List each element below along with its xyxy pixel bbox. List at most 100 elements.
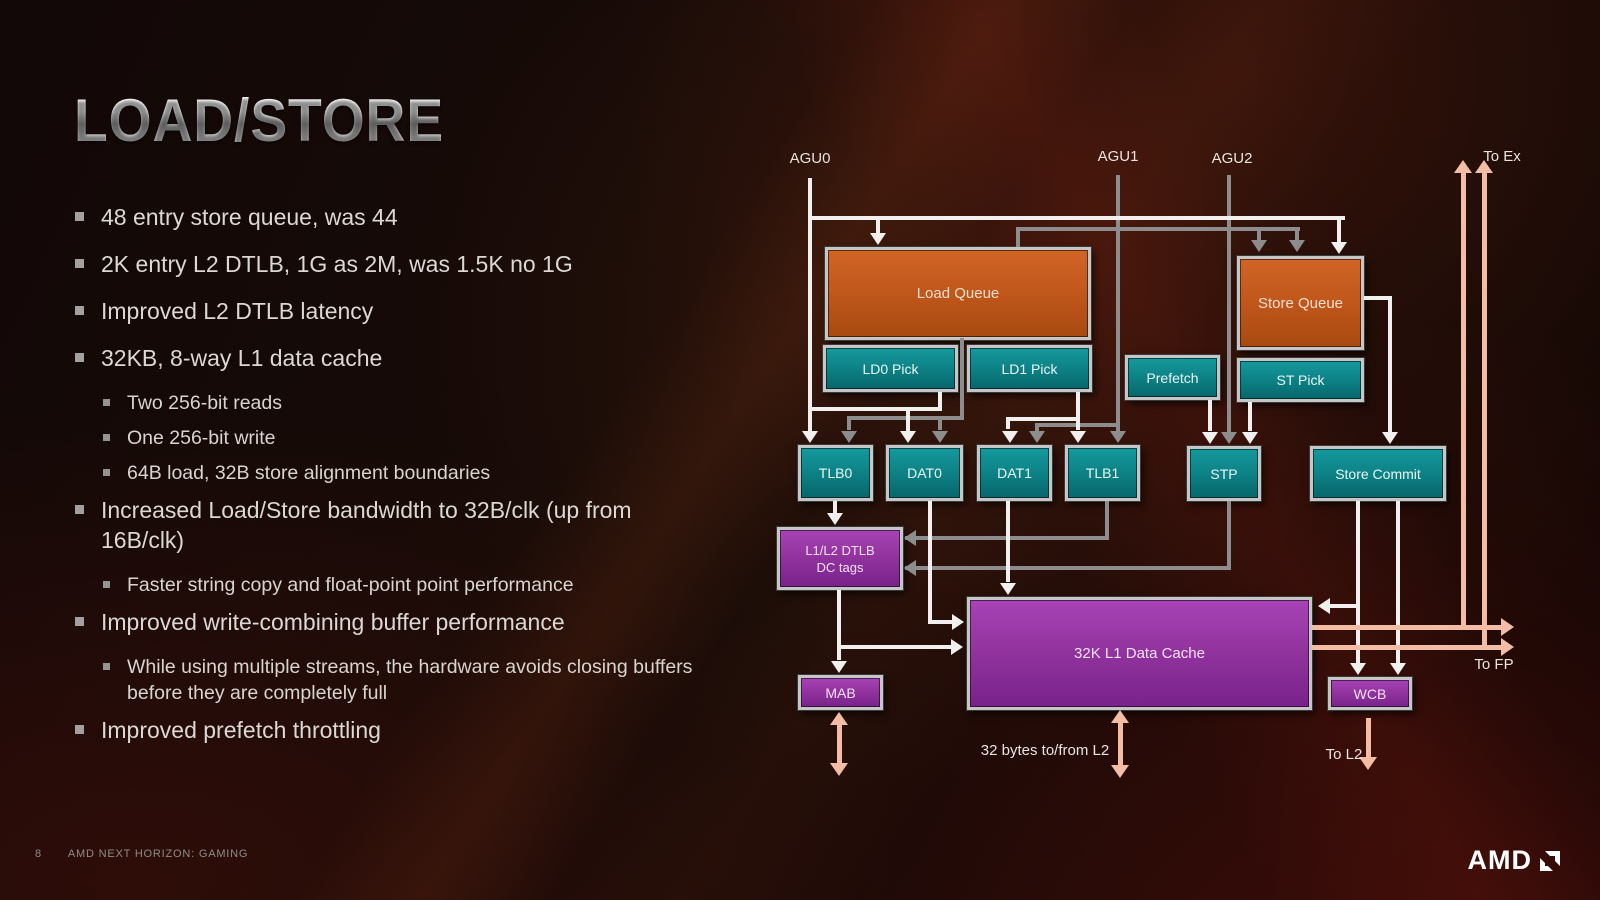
label-to_ex: To Ex	[1483, 148, 1521, 165]
amd-logo: AMD	[1468, 845, 1563, 876]
load-path-arrowhead	[1202, 432, 1218, 444]
page-number: 8	[35, 848, 42, 860]
external-path-line	[1312, 645, 1508, 650]
bullet-item: Improved L2 DTLB latency	[75, 296, 705, 326]
bullet-text: Improved write-combining buffer performa…	[101, 609, 565, 635]
box-st_pick: ST Pick	[1237, 358, 1364, 402]
bullet-marker	[75, 306, 84, 315]
label-to_fp: To FP	[1474, 656, 1514, 673]
bullet-marker	[103, 399, 110, 406]
bullet-item: Improved write-combining buffer performa…	[75, 607, 705, 637]
bullet-marker	[75, 212, 84, 221]
bullet-list: 48 entry store queue, was 44 2K entry L2 …	[75, 202, 705, 762]
box-ld1_pick-label: LD1 Pick	[1001, 360, 1058, 377]
load-path-arrowhead	[1000, 583, 1016, 595]
bullet-text: Increased Load/Store bandwidth to 32B/cl…	[101, 497, 632, 553]
box-l1_cache-label: 32K L1 Data Cache	[1074, 645, 1205, 662]
bullet-marker	[103, 434, 110, 441]
load-path-line	[938, 392, 942, 411]
label-agu1: AGU1	[1097, 148, 1139, 165]
box-prefetch-label: Prefetch	[1146, 369, 1199, 386]
load-path-arrowhead	[870, 233, 886, 245]
box-store_commit: Store Commit	[1310, 446, 1446, 501]
bullet-text: While using multiple streams, the hardwa…	[127, 656, 693, 704]
load-path-line	[1356, 501, 1360, 663]
external-path-arrowhead	[1111, 765, 1129, 778]
box-dat0-label: DAT0	[907, 465, 942, 481]
box-stp: STP	[1187, 446, 1261, 501]
external-path-line	[1118, 722, 1123, 766]
external-path-arrowhead	[1501, 618, 1514, 636]
load-path-line	[1396, 501, 1400, 663]
external-path-line	[837, 724, 842, 764]
load-path-arrowhead	[951, 639, 963, 655]
load-path-arrowhead	[1002, 431, 1018, 443]
load-path-line	[837, 590, 841, 660]
sub-bullet-item: Two 256-bit reads	[103, 390, 705, 416]
amd-arrow-icon	[1540, 850, 1560, 871]
bullet-marker	[103, 663, 110, 670]
box-mab-label: MAB	[825, 684, 856, 701]
box-ld0_pick-label: LD0 Pick	[862, 360, 919, 377]
external-path-line	[1312, 625, 1508, 630]
load-path-arrowhead	[1070, 431, 1086, 443]
load-path-line	[1076, 392, 1080, 430]
store-path-line	[847, 416, 964, 420]
label-l2_bandwidth: 32 bytes to/from L2	[980, 742, 1110, 759]
box-wcb-label: WCB	[1353, 685, 1387, 702]
bullet-marker	[103, 581, 110, 588]
bullet-marker	[75, 617, 84, 626]
load-path-arrowhead	[1390, 663, 1406, 675]
label-agu0: AGU0	[789, 150, 831, 167]
box-store_queue-label: Store Queue	[1257, 294, 1344, 312]
box-dat1-label: DAT1	[997, 465, 1032, 481]
bullet-text: One 256-bit write	[127, 427, 276, 449]
load-path-line	[1006, 417, 1080, 421]
store-path-line	[1016, 231, 1020, 247]
load-path-arrowhead	[1382, 432, 1398, 444]
bullet-marker	[75, 725, 84, 734]
external-path-line	[1461, 172, 1466, 628]
box-ld0_pick: LD0 Pick	[823, 345, 958, 392]
amd-logo-text: AMD	[1467, 845, 1532, 875]
bullet-marker	[103, 469, 110, 476]
external-path-arrowhead	[1501, 638, 1514, 656]
bullet-text: Improved L2 DTLB latency	[101, 298, 374, 324]
bullet-item: Increased Load/Store bandwidth to 32B/cl…	[75, 495, 705, 555]
store-path-line	[1016, 227, 1300, 231]
external-path-arrowhead	[1359, 757, 1377, 770]
box-tlb0-label: TLB0	[818, 465, 853, 481]
load-path-arrowhead	[900, 431, 916, 443]
bullet-marker	[75, 259, 84, 268]
box-store_commit-label: Store Commit	[1335, 465, 1421, 482]
load-path-arrowhead	[802, 431, 818, 443]
bullet-item: Improved prefetch throttling	[75, 715, 705, 745]
store-path-arrowhead	[904, 560, 916, 576]
bullet-item: 2K entry L2 DTLB, 1G as 2M, was 1.5K no …	[75, 249, 705, 279]
external-path-arrowhead	[1111, 710, 1129, 723]
sub-bullet-item: 64B load, 32B store alignment boundaries	[103, 460, 705, 486]
load-path-arrowhead	[827, 513, 843, 525]
load-path-line	[808, 407, 942, 411]
box-dat0: DAT0	[886, 445, 963, 501]
bullet-item: 48 entry store queue, was 44	[75, 202, 705, 232]
load-path-line	[833, 501, 837, 513]
store-path-line	[1035, 427, 1039, 432]
page-title: LOAD/STORE	[74, 87, 445, 154]
sub-bullet-item: While using multiple streams, the hardwa…	[103, 654, 705, 706]
external-path-line	[1366, 718, 1371, 760]
label-to_l2: To L2	[1325, 746, 1363, 763]
bullet-text: 48 entry store queue, was 44	[101, 204, 398, 230]
load-path-line	[1364, 296, 1392, 300]
bullet-text: Faster string copy and float-point point…	[127, 574, 574, 596]
box-dtlb-label: DC tags	[816, 559, 864, 575]
load-path-line	[906, 411, 910, 431]
load-path-line	[808, 216, 1345, 220]
store-path-arrowhead	[1221, 432, 1237, 444]
bullet-text: 2K entry L2 DTLB, 1G as 2M, was 1.5K no …	[101, 251, 573, 277]
box-load_queue: Load Queue	[825, 247, 1091, 340]
external-path-arrowhead	[1454, 160, 1472, 173]
bullet-text: 32KB, 8-way L1 data cache	[101, 345, 383, 371]
load-path-arrowhead	[1318, 598, 1330, 614]
box-stp-label: STP	[1210, 465, 1238, 482]
